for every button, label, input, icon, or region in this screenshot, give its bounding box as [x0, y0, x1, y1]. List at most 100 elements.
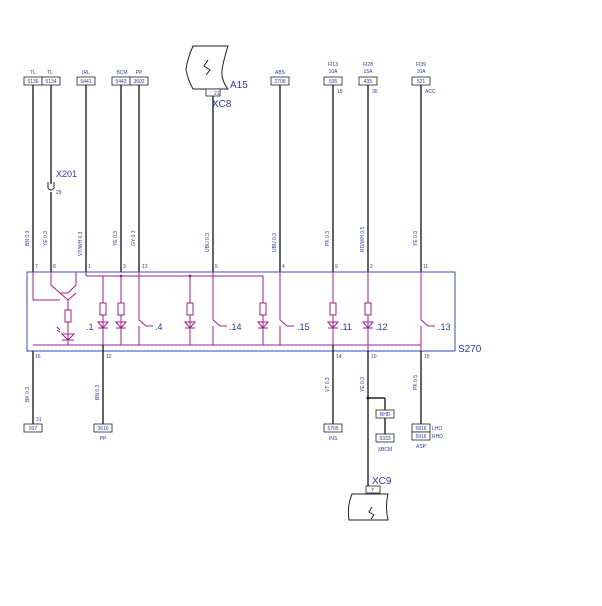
connector-caption-b3: INS [329, 436, 338, 442]
s270-module: S270 .1 .4 [26, 271, 482, 355]
wire-color-w5: GY 0.3 [131, 230, 137, 246]
led-symbol [256, 321, 270, 329]
connector-code-pp: 3602 [133, 79, 144, 85]
connector-code-b3: 5705 [327, 426, 338, 432]
s270-outline [26, 271, 456, 352]
switch-label-14: .14 [229, 322, 242, 332]
s270-label: S270 [458, 344, 482, 355]
switch-label-15: .15 [297, 322, 310, 332]
wire-color-w10: YE 0.3 [413, 231, 419, 246]
connector-code-bcm: 5443 [115, 79, 126, 85]
wire-color-labels: BN 0.3 YE 0.3 VT/WH 0.3 YE 0.3 GY 0.3 UB… [25, 227, 419, 257]
xc8-label: XC8 [212, 99, 232, 110]
a15-break-mark [203, 59, 211, 76]
wire-color-w7: UBU 0.3 [272, 233, 278, 252]
connector-header-abs: ABS [275, 70, 286, 76]
fuse-rating-fi28: 15A [364, 69, 374, 75]
wire-color-b2: BN 0.3 [95, 384, 101, 400]
a15-break-symbol [185, 45, 230, 90]
wire-color-b3: VT 0.3 [325, 377, 331, 392]
pin-top-w9: 2 [370, 264, 373, 270]
resistor [64, 309, 72, 323]
connector-box-b3 [323, 423, 343, 433]
junction-dot [366, 396, 370, 400]
pin-bottom-b4: 10 [371, 354, 377, 360]
a15-block: A15 21 XC8 [185, 45, 248, 110]
fuse-label-fi13: FI13 [328, 62, 338, 68]
x201-label: X201 [56, 169, 77, 179]
led-rays [56, 326, 61, 333]
resistor [259, 302, 267, 316]
wire-color-b1: BK 0.3 [25, 387, 31, 402]
connector-tag-rhd: RHD [432, 434, 443, 440]
xc9-pin: 7 [371, 488, 374, 494]
led-symbol [96, 321, 110, 329]
top-pin-numbers: 7 8 1 3 13 5 4 9 2 11 [35, 264, 428, 270]
pin-top-w10: 11 [423, 264, 428, 270]
connector-code-abs: 2708 [274, 79, 285, 85]
pin-b1-lower: 31 [36, 417, 42, 423]
xc9-break-symbol [347, 493, 389, 521]
connector-box-b2 [93, 423, 113, 433]
connector-code-b1: 937 [29, 426, 38, 432]
led-symbol [183, 321, 197, 329]
wire-color-w2: YE 0.3 [43, 231, 49, 246]
led-symbol [60, 333, 76, 341]
connector-caption-b2: PP [100, 436, 107, 442]
rhd-tag: RHD [380, 412, 391, 418]
connector-box-b5-rhd [411, 431, 431, 441]
a15-label: A15 [230, 80, 248, 91]
upper-wires [32, 85, 422, 272]
switch-label-11: .11 [340, 322, 352, 332]
pin-top-w6: 5 [215, 264, 218, 270]
connector-code-tl2: 5134 [45, 79, 56, 85]
wire-color-w3: VT/WH 0.3 [78, 231, 84, 256]
connector-header-tl2: TL [47, 70, 53, 76]
a15-pin: 21 [214, 91, 220, 97]
pin-bottom-b3: 14 [336, 354, 342, 360]
led-symbol [326, 321, 340, 329]
connector-caption-b5: ASP [416, 444, 427, 450]
resistor [117, 302, 125, 316]
connector-header-irl: IRL [82, 70, 90, 76]
connector-code-fi39: 521 [417, 79, 426, 85]
wire-color-w4: YE 0.3 [113, 231, 119, 246]
resistor [364, 302, 372, 316]
switch-blade-15 [279, 319, 288, 327]
fuse-rating-fi13: 10A [329, 69, 339, 75]
connector-caption-rhd: XBCM [378, 447, 392, 453]
x201-connector: X201 29 [47, 169, 77, 196]
led-symbol [361, 321, 375, 329]
top-connectors: TL 5136 TL 5134 IRL 5441 BCM 5443 PP 360… [23, 62, 436, 95]
bottom-wires: 16 BK 0.3 31 937 12 BN 0.3 3610 PP 14 VT… [23, 345, 443, 486]
pin-top-w1: 7 [35, 264, 38, 270]
connector-box-rhd [375, 433, 395, 443]
pin-top-w2: 8 [53, 264, 56, 270]
connector-code-b2: 3610 [97, 426, 108, 432]
connector-code-irl: 5441 [80, 79, 91, 85]
wire-color-w6: UBU 0.3 [205, 233, 211, 252]
connector-code-b5-rhd: 5916 [415, 434, 426, 440]
connector-code-b5-lhd: 5816 [415, 426, 426, 432]
resistor [186, 302, 194, 316]
led-symbol [114, 321, 128, 329]
connector-box-b1 [23, 423, 43, 433]
wire-color-w8: PK 0.3 [325, 231, 331, 246]
wire-color-b4: YE 0.3 [360, 377, 366, 392]
wire-color-w9: RD/WH 0.5 [360, 227, 366, 253]
connector-code-rhd: 5333 [379, 436, 390, 442]
connector-code-fi28: 435 [364, 79, 373, 85]
pin-top-w8: 9 [335, 264, 338, 270]
pin-bottom-b2: 12 [106, 354, 112, 360]
pin-label-fi28: 30 [372, 89, 378, 95]
xc9-break-mark [368, 506, 375, 520]
resistor [99, 302, 107, 316]
switch-label-4: .4 [155, 322, 163, 332]
connector-code-tl1: 5136 [27, 79, 38, 85]
pin-top-w5: 13 [142, 264, 148, 270]
xc9-pin-box [365, 485, 381, 494]
resistor [329, 302, 337, 316]
x201-pin: 29 [56, 190, 62, 196]
connector-tag-lhd: LHD [432, 426, 442, 432]
